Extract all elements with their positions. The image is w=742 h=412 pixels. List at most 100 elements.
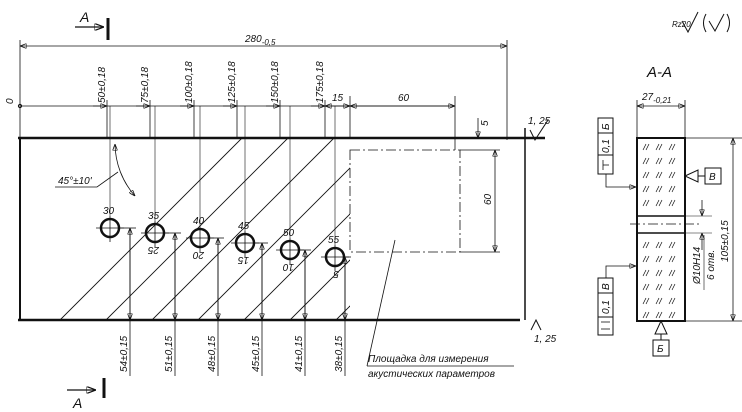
height-label: 54±0,15 xyxy=(119,335,130,372)
hatch-mark xyxy=(668,143,676,151)
section-view: A-A 27-0,21 105±0,15 Ø10H14 6 отв. В xyxy=(597,64,742,357)
pad-width-label: 60 xyxy=(398,93,410,104)
x-position-label: 100±0,18 xyxy=(184,61,195,103)
hole-bottom-label: 10 xyxy=(282,261,294,272)
hatch-mark xyxy=(655,241,663,249)
hatch-mark xyxy=(655,269,663,277)
angle-label: 45°±10' xyxy=(58,176,93,187)
hole-bottom-label: 15 xyxy=(237,254,249,265)
tolerance-frame-top: Б 0,1 xyxy=(597,117,636,187)
hatch-mark xyxy=(642,241,650,249)
hatch-mark xyxy=(668,311,676,319)
hatch-mark xyxy=(668,297,676,305)
hatch-mark xyxy=(668,269,676,277)
pad-height-label: 60 xyxy=(483,193,494,205)
roughness-value: 1, 25 xyxy=(534,334,557,345)
hatch-mark xyxy=(655,171,663,179)
hole-angle-label: 35 xyxy=(148,211,160,222)
diagonal-line xyxy=(289,259,350,320)
hatch-mark xyxy=(668,199,676,207)
hatch-mark xyxy=(642,283,650,291)
x-position-label: 125±0,18 xyxy=(227,61,238,103)
hatch-mark xyxy=(668,255,676,263)
hatch-mark xyxy=(655,185,663,193)
hole-bottom-label: 20 xyxy=(192,249,205,260)
frame-datum: В xyxy=(601,283,612,290)
pad-note: Площадка для измерения акустических пара… xyxy=(366,239,514,380)
hatch-mark xyxy=(655,283,663,291)
hole-angle-label: 40 xyxy=(193,216,205,227)
hatch-mark xyxy=(642,311,650,319)
hatch-mark xyxy=(642,199,650,207)
hatch-mark xyxy=(642,255,650,263)
general-roughness-symbol: Rz20 xyxy=(672,11,730,34)
hatch-mark xyxy=(642,143,650,151)
section-mark-top: A xyxy=(75,9,110,40)
frame-datum: Б xyxy=(601,123,612,130)
hatch-mark xyxy=(642,157,650,165)
x-position-label: 50±0,18 xyxy=(97,66,108,103)
hatch-mark xyxy=(642,297,650,305)
hole-angle-label: 50 xyxy=(283,228,295,239)
acoustic-pad-area xyxy=(349,149,461,253)
height-label: 38±0,15 xyxy=(334,335,345,372)
section-title: A-A xyxy=(646,64,672,81)
hatch-mark xyxy=(668,185,676,193)
datum-symbol-bottom: Б xyxy=(652,319,670,357)
pad-note-line-1: Площадка для измерения xyxy=(368,354,489,365)
section-mark-bottom: A xyxy=(67,378,106,411)
hole-angle-label: 45 xyxy=(238,221,250,232)
hatch-mark xyxy=(655,311,663,319)
hatch-mark xyxy=(668,241,676,249)
datum-symbol-right: В xyxy=(683,167,722,185)
roughness-mark-bottom: 1, 25 xyxy=(530,318,557,345)
section-body xyxy=(636,137,686,322)
height-label: 41±0,15 xyxy=(294,335,305,372)
hatch-mark xyxy=(655,297,663,305)
tolerance-frame-bottom: В 0,1 xyxy=(597,266,636,336)
x-position-label: 150±0,18 xyxy=(270,61,281,103)
origin-label: 0 xyxy=(5,98,16,104)
section-label: A xyxy=(79,9,89,25)
height-label: 48±0,15 xyxy=(207,335,218,372)
hatch-mark xyxy=(655,143,663,151)
diagonal-line xyxy=(59,138,243,320)
diagonal-line xyxy=(151,138,335,320)
height-label: 45±0,15 xyxy=(251,335,262,372)
roughness-label: Rz20 xyxy=(672,20,691,29)
hole-size-label: Ø10H14 xyxy=(692,246,703,285)
diagonal-line xyxy=(335,305,350,320)
hatch-mark xyxy=(655,157,663,165)
height-dimensions: 54±0,15 51±0,15 48±0,15 45±0,15 41±0,15 38±0,… xyxy=(119,227,351,376)
hole-angle-label: 55 xyxy=(328,235,340,246)
datum-right: В xyxy=(709,172,716,183)
pad-offset-label: 5 xyxy=(480,120,491,126)
roughness-value: 1, 25 xyxy=(528,116,551,127)
hole-bottom-label: 25 xyxy=(147,244,160,255)
height-label: 105±0,15 xyxy=(720,220,731,262)
pad-dimensions: 15 60 5 60 xyxy=(325,93,500,253)
parallelism-icon xyxy=(601,321,610,330)
perpendicularity-icon xyxy=(602,160,609,170)
x-position-label: 175±0,18 xyxy=(315,61,326,103)
hatch-mark xyxy=(655,255,663,263)
pad-note-line-2: акустических параметров xyxy=(368,369,495,380)
angle-annotation: 45°±10' xyxy=(55,144,135,196)
frame-tolerance: 0,1 xyxy=(601,139,612,153)
height-label: 51±0,15 xyxy=(164,335,175,372)
hatch-mark xyxy=(642,269,650,277)
frame-tolerance: 0,1 xyxy=(601,300,612,314)
hatch-mark xyxy=(668,283,676,291)
section-label: A xyxy=(72,395,82,411)
overall-length-label: 280-0,5 xyxy=(244,34,276,47)
roughness-mark-top: 1, 25 xyxy=(528,116,551,142)
overall-length-dimension: 280-0,5 xyxy=(19,34,508,140)
section-hatching xyxy=(642,143,676,319)
hatch-mark xyxy=(668,171,676,179)
section-width-label: 27-0,21 xyxy=(641,92,671,105)
plate-outline xyxy=(18,128,545,322)
